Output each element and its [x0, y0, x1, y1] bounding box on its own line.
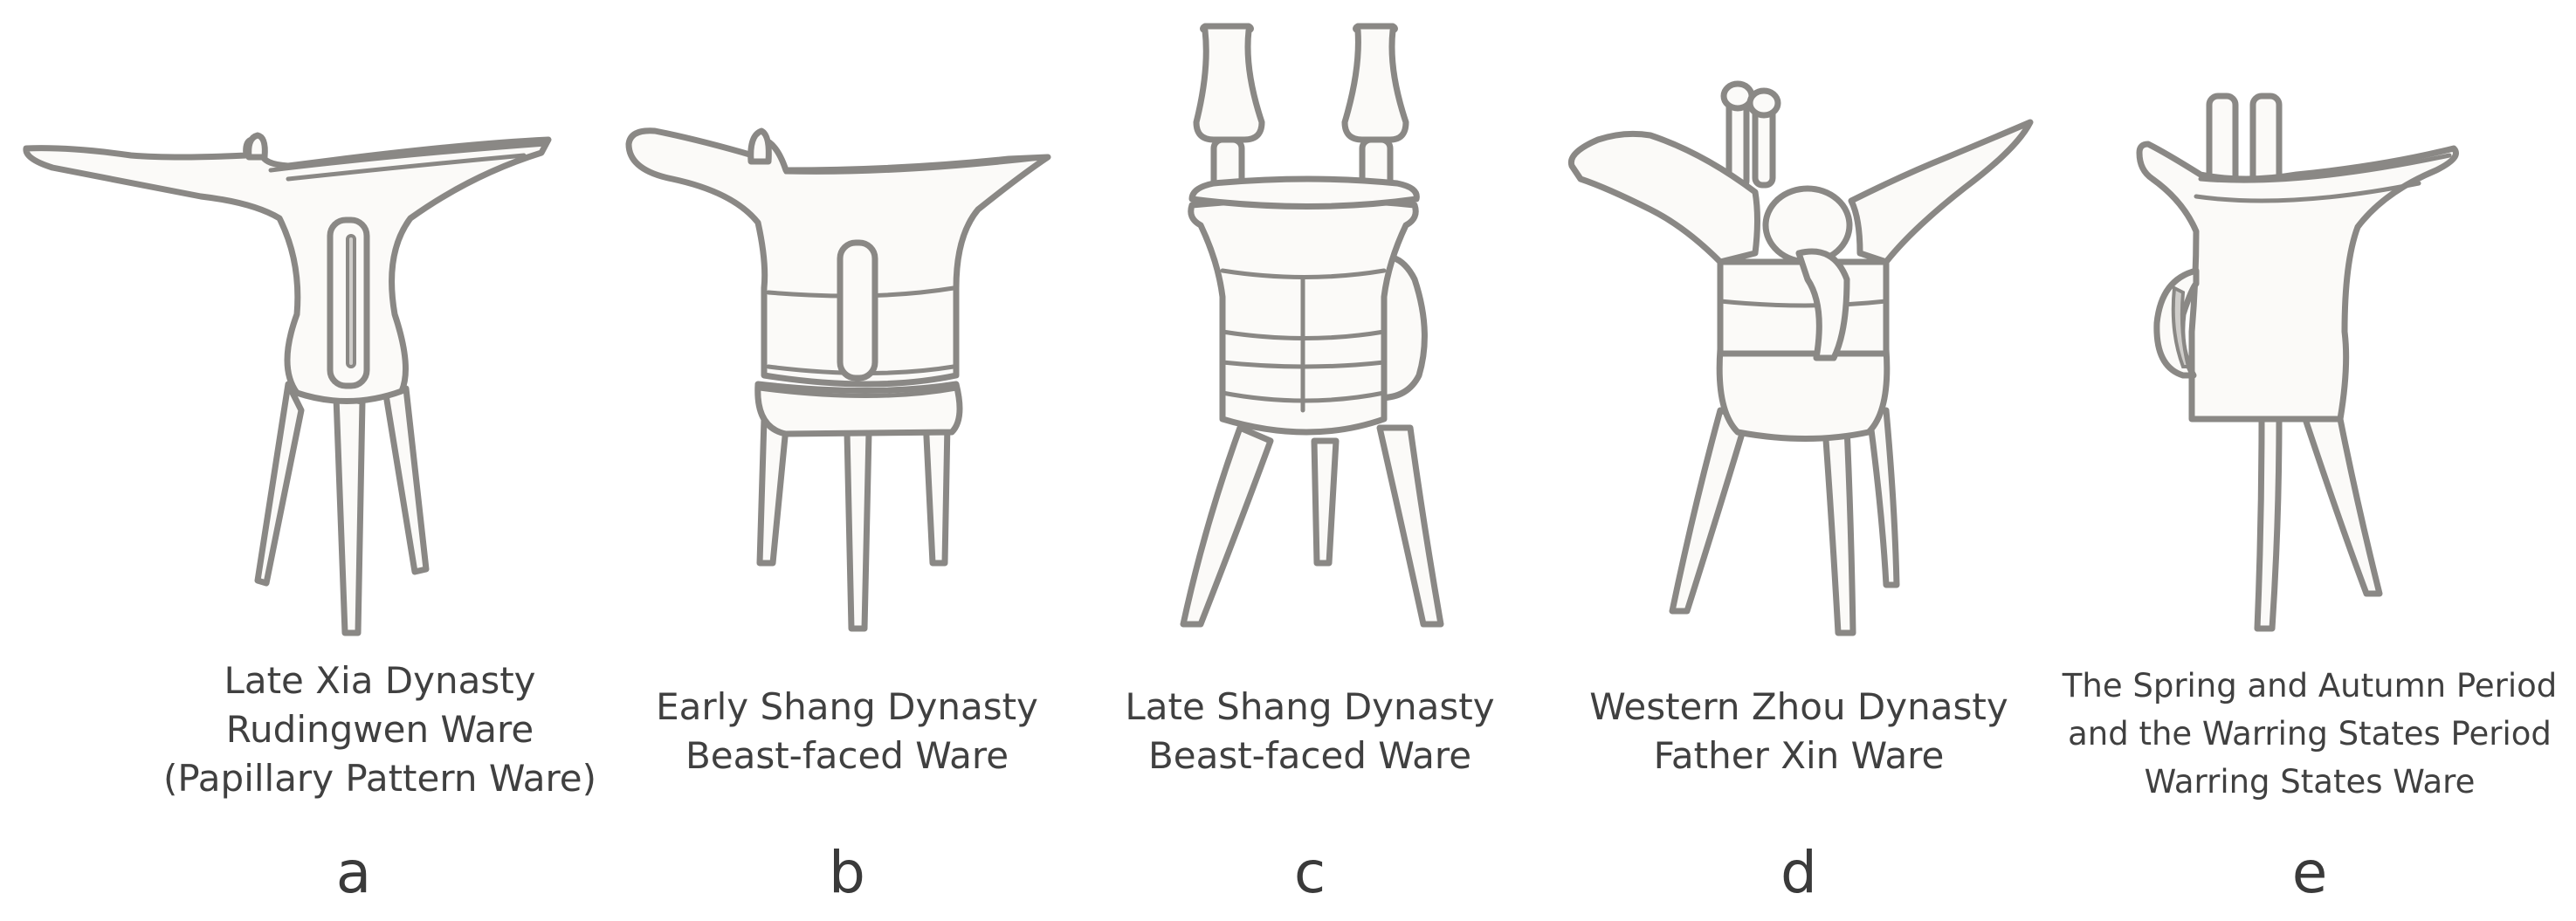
caption-b: Early Shang Dynasty Beast-faced Ware	[611, 683, 1083, 780]
caption-e-line-2: and the Warring States Period	[2068, 715, 2552, 753]
caption-e-line-3: Warring States Ware	[2144, 763, 2476, 801]
caption-c-line-1: Late Shang Dynasty	[1125, 685, 1495, 728]
caption-b-line-2: Beast-faced Ware	[685, 734, 1009, 777]
caption-a-line-3: (Papillary Pattern Ware)	[162, 757, 597, 800]
caption-c-line-2: Beast-faced Ware	[1147, 734, 1472, 777]
jue-vessel-a-drawing	[0, 0, 707, 646]
letter-b: b	[829, 839, 865, 906]
caption-d-line-2: Father Xin Ware	[1653, 734, 1945, 777]
caption-d: Western Zhou Dynasty Father Xin Ware	[1546, 683, 2052, 780]
letter-e: e	[2291, 839, 2328, 906]
jue-vessel-b-drawing	[611, 0, 1083, 646]
jue-vessel-e-drawing	[2008, 0, 2576, 646]
caption-a: Late Xia Dynasty Rudingwen Ware (Papilla…	[26, 656, 734, 803]
panel-c: Late Shang Dynasty Beast-faced Ware c	[1074, 0, 1546, 921]
jue-vessel-c-drawing	[1074, 0, 1546, 646]
letter-c: c	[1293, 839, 1326, 906]
panel-e: The Spring and Autumn Period and the War…	[2008, 0, 2576, 921]
panel-a: Late Xia Dynasty Rudingwen Ware (Papilla…	[0, 0, 707, 921]
panel-b: Early Shang Dynasty Beast-faced Ware b	[611, 0, 1083, 921]
caption-c: Late Shang Dynasty Beast-faced Ware	[1074, 683, 1546, 780]
jue-vessel-d-drawing	[1546, 0, 2052, 646]
caption-e-line-1: The Spring and Autumn Period	[2062, 667, 2558, 704]
letter-a: a	[335, 839, 372, 906]
caption-b-line-1: Early Shang Dynasty	[656, 685, 1038, 728]
caption-d-line-1: Western Zhou Dynasty	[1589, 685, 2008, 728]
caption-a-line-1: Late Xia Dynasty	[224, 659, 536, 702]
caption-e: The Spring and Autumn Period and the War…	[2043, 662, 2576, 806]
letter-d: d	[1780, 839, 1817, 906]
caption-a-line-2: Rudingwen Ware	[225, 708, 534, 751]
panel-d: Western Zhou Dynasty Father Xin Ware d	[1546, 0, 2052, 921]
